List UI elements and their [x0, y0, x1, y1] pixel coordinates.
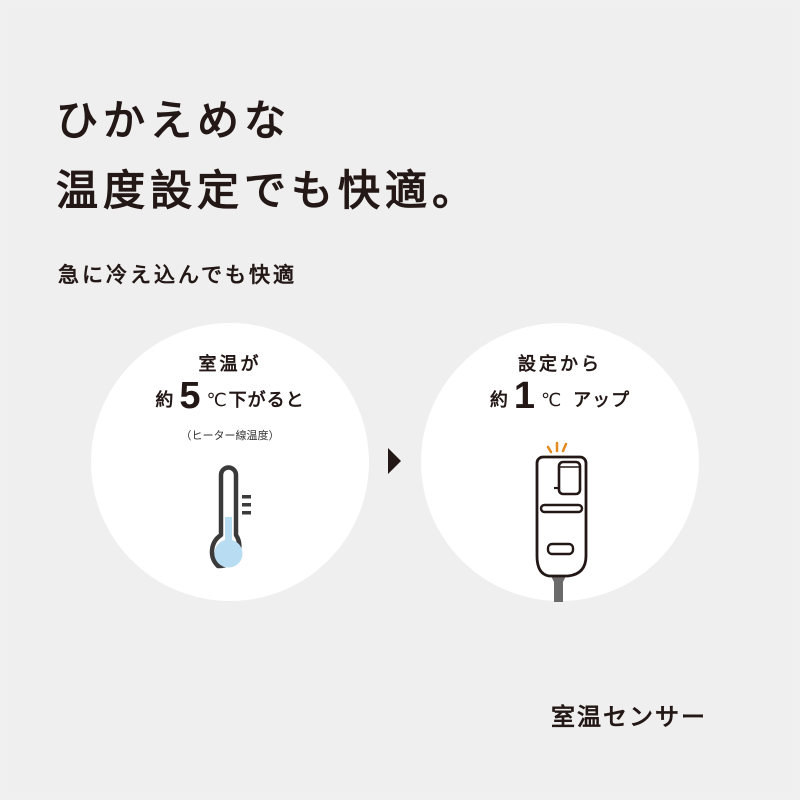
subheadline: 急に冷え込んでも快適 [58, 263, 297, 287]
step-1-number: 5 [179, 375, 201, 417]
step-2-number: 1 [513, 375, 535, 417]
step-2-prefix: 約 [489, 390, 508, 411]
headline-line-1: ひかえめな [56, 96, 292, 145]
step-1-suffix: 下がると [228, 390, 305, 411]
indicator-rays-icon [546, 441, 568, 454]
step-1-line-1: 室温が [198, 354, 262, 375]
step-2-suffix: アップ [573, 390, 631, 411]
thermometer-icon [209, 465, 251, 569]
step-2-line-1: 設定から [518, 354, 602, 375]
step-1-note: （ヒーター線温度） [180, 429, 280, 442]
step-1-unit: ℃ [206, 390, 227, 411]
headline-line-2: 温度設定でも快適。 [56, 166, 480, 215]
remote-control-icon [535, 441, 588, 602]
step-1-prefix: 約 [155, 390, 174, 411]
step-2-unit: ℃ [540, 390, 562, 411]
room-temperature-sensor-label: 室温センサー [551, 703, 707, 731]
play-arrow-icon [388, 448, 401, 474]
